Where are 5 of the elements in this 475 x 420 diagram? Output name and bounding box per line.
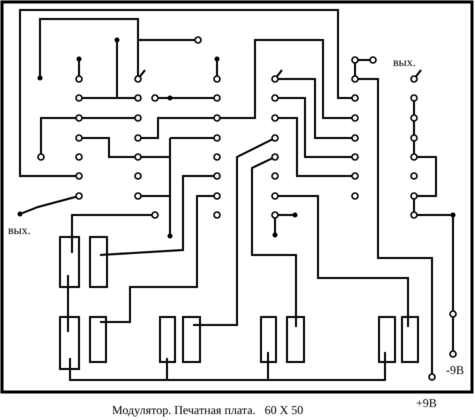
- pin-label: +9В: [416, 397, 437, 409]
- pin-label: -9В: [446, 364, 464, 376]
- caption: Модулятор. Печатная плата. 60 X 50: [112, 404, 304, 416]
- pin-label: вых.: [8, 224, 31, 236]
- pin-label: вых.: [393, 56, 416, 68]
